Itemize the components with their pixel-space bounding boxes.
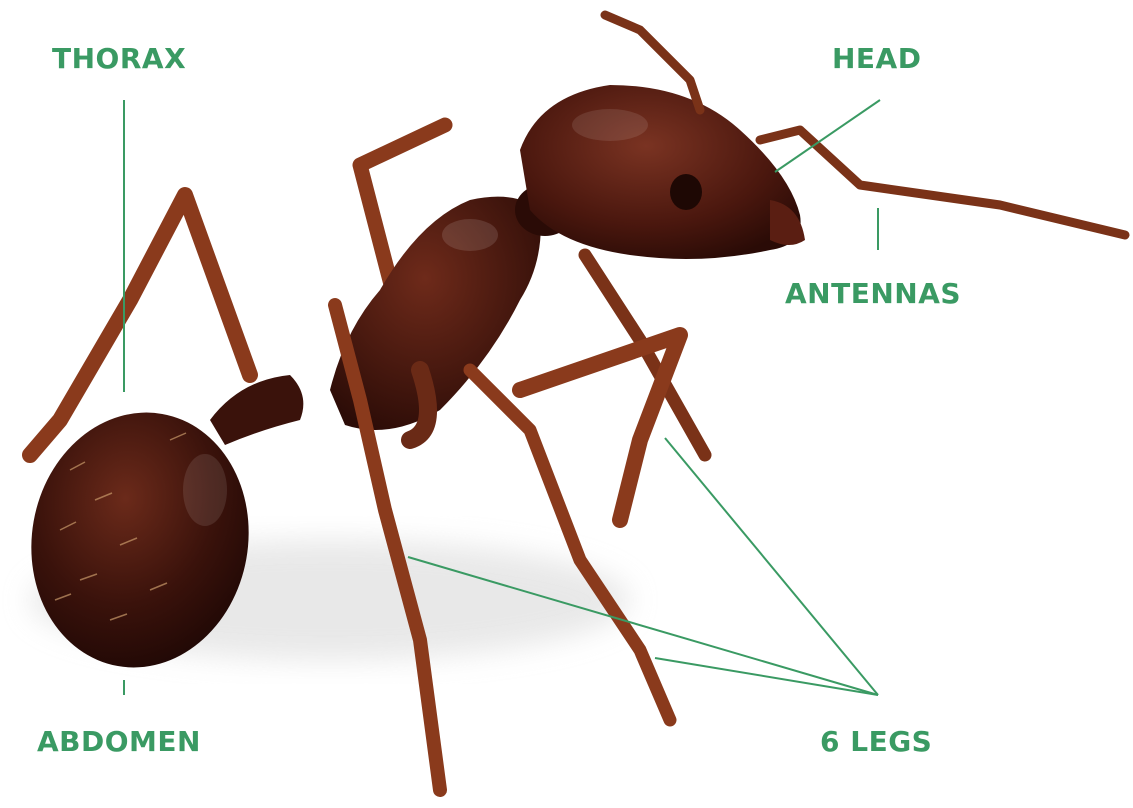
head-highlight xyxy=(572,109,648,141)
ant-petiole xyxy=(210,375,303,445)
label-head: HEAD xyxy=(832,42,921,75)
ant-eye xyxy=(670,174,702,210)
label-thorax: THORAX xyxy=(52,42,186,75)
leader-legs-1 xyxy=(665,438,878,695)
label-legs: 6 LEGS xyxy=(820,725,932,758)
label-abdomen: ABDOMEN xyxy=(37,725,201,758)
leader-legs-3 xyxy=(655,658,878,695)
label-antennas: ANTENNAS xyxy=(785,277,961,310)
thorax-highlight xyxy=(442,219,498,251)
ant-head xyxy=(520,85,801,259)
abdomen-highlight xyxy=(183,454,227,526)
